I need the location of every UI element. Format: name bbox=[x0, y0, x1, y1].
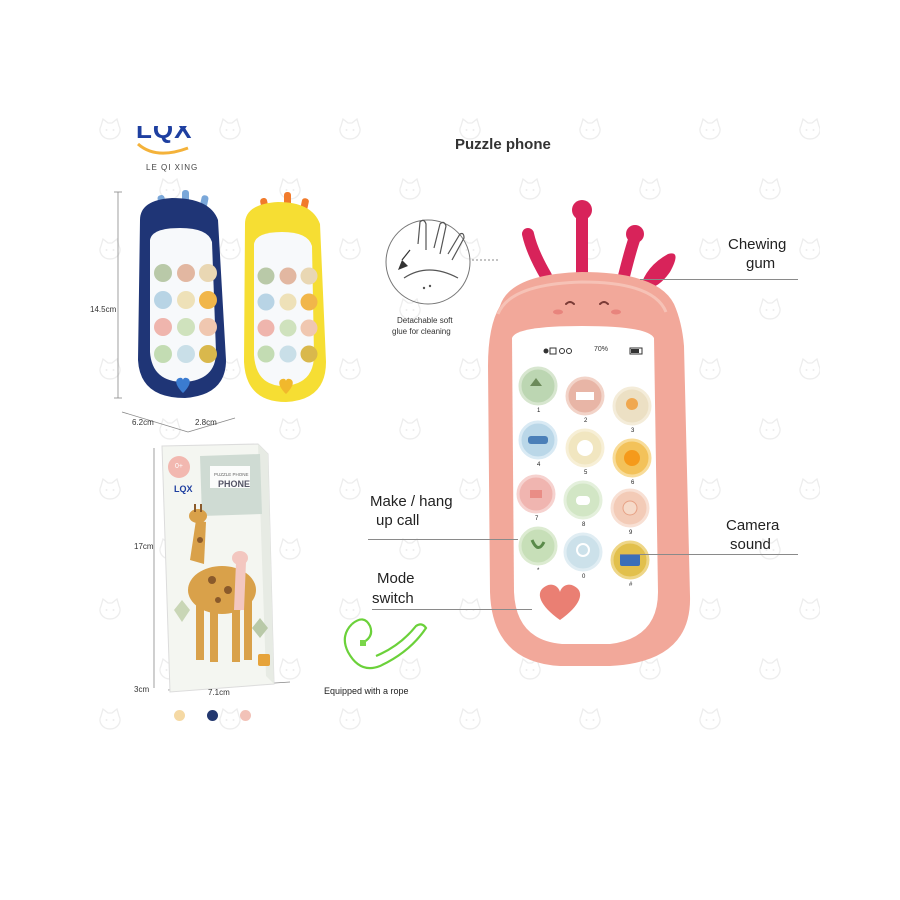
navy-phone bbox=[138, 190, 226, 398]
battery-percent: 70% bbox=[594, 346, 609, 353]
key-label-hash: # bbox=[629, 582, 633, 588]
callout-make-call-1: Make / hang bbox=[370, 493, 453, 510]
brand-swoosh bbox=[136, 140, 196, 160]
rope-caption: Equipped with a rope bbox=[324, 686, 409, 696]
callout-line-camera bbox=[620, 554, 798, 555]
giraffe-illustration bbox=[188, 504, 256, 662]
box-logo: LQX bbox=[174, 484, 193, 494]
callout-line-mode bbox=[372, 609, 532, 610]
dim-height: 14.5cm bbox=[90, 305, 117, 314]
key-label-6: 6 bbox=[631, 480, 635, 486]
detachable-line-1: Detachable soft bbox=[397, 316, 453, 325]
callout-camera-1: Camera bbox=[726, 517, 780, 534]
callout-make-call-2: up call bbox=[376, 512, 420, 529]
key-label-4: 4 bbox=[537, 462, 541, 468]
detachable-inset bbox=[385, 219, 500, 305]
dim-box-height: 17cm bbox=[134, 542, 154, 551]
callout-chewing-2: gum bbox=[746, 255, 776, 272]
yellow-phone bbox=[244, 192, 326, 402]
keypad bbox=[516, 366, 652, 580]
heart-button bbox=[539, 584, 581, 620]
callout-camera-2: sound bbox=[730, 536, 771, 553]
small-phones bbox=[114, 190, 326, 433]
key-label-7: 7 bbox=[535, 516, 539, 522]
packaging-box bbox=[153, 443, 291, 693]
callout-line-make-call bbox=[368, 539, 518, 540]
key-label-1: 1 bbox=[537, 408, 541, 414]
key-label-5: 5 bbox=[584, 470, 588, 476]
swatch-cream bbox=[174, 710, 185, 721]
box-product-name: PHONE bbox=[218, 479, 251, 489]
key-label-9: 9 bbox=[629, 530, 633, 536]
dim-box-width: 7.1cm bbox=[208, 688, 230, 697]
swatch-navy bbox=[207, 710, 218, 721]
page-title: Puzzle phone bbox=[455, 136, 551, 153]
antlers bbox=[522, 200, 676, 289]
callout-line-chewing bbox=[640, 279, 798, 280]
rope-illustration bbox=[343, 618, 428, 670]
box-badge: 0+ bbox=[168, 456, 190, 478]
callout-chewing-1: Chewing bbox=[728, 236, 787, 253]
key-label-star: * bbox=[537, 568, 540, 574]
box-product-line: PUZZLE PHONE bbox=[214, 472, 249, 477]
callout-mode-1: Mode bbox=[377, 570, 415, 587]
key-label-2: 2 bbox=[584, 418, 588, 424]
brand-name: LE QI XING bbox=[146, 163, 199, 172]
dim-box-depth: 3cm bbox=[134, 685, 150, 694]
pink-phone bbox=[488, 200, 691, 666]
dim-depth: 2.8cm bbox=[195, 418, 217, 427]
dim-width: 6.2cm bbox=[132, 418, 154, 427]
box-badge-text: 0+ bbox=[175, 463, 183, 470]
brand-logo: LQX bbox=[136, 114, 193, 144]
detachable-line-2: glue for cleaning bbox=[392, 327, 451, 336]
key-label-0: 0 bbox=[582, 574, 586, 580]
swatch-pink bbox=[240, 710, 251, 721]
key-label-8: 8 bbox=[582, 522, 586, 528]
key-label-3: 3 bbox=[631, 428, 635, 434]
callout-mode-2: switch bbox=[372, 590, 414, 607]
